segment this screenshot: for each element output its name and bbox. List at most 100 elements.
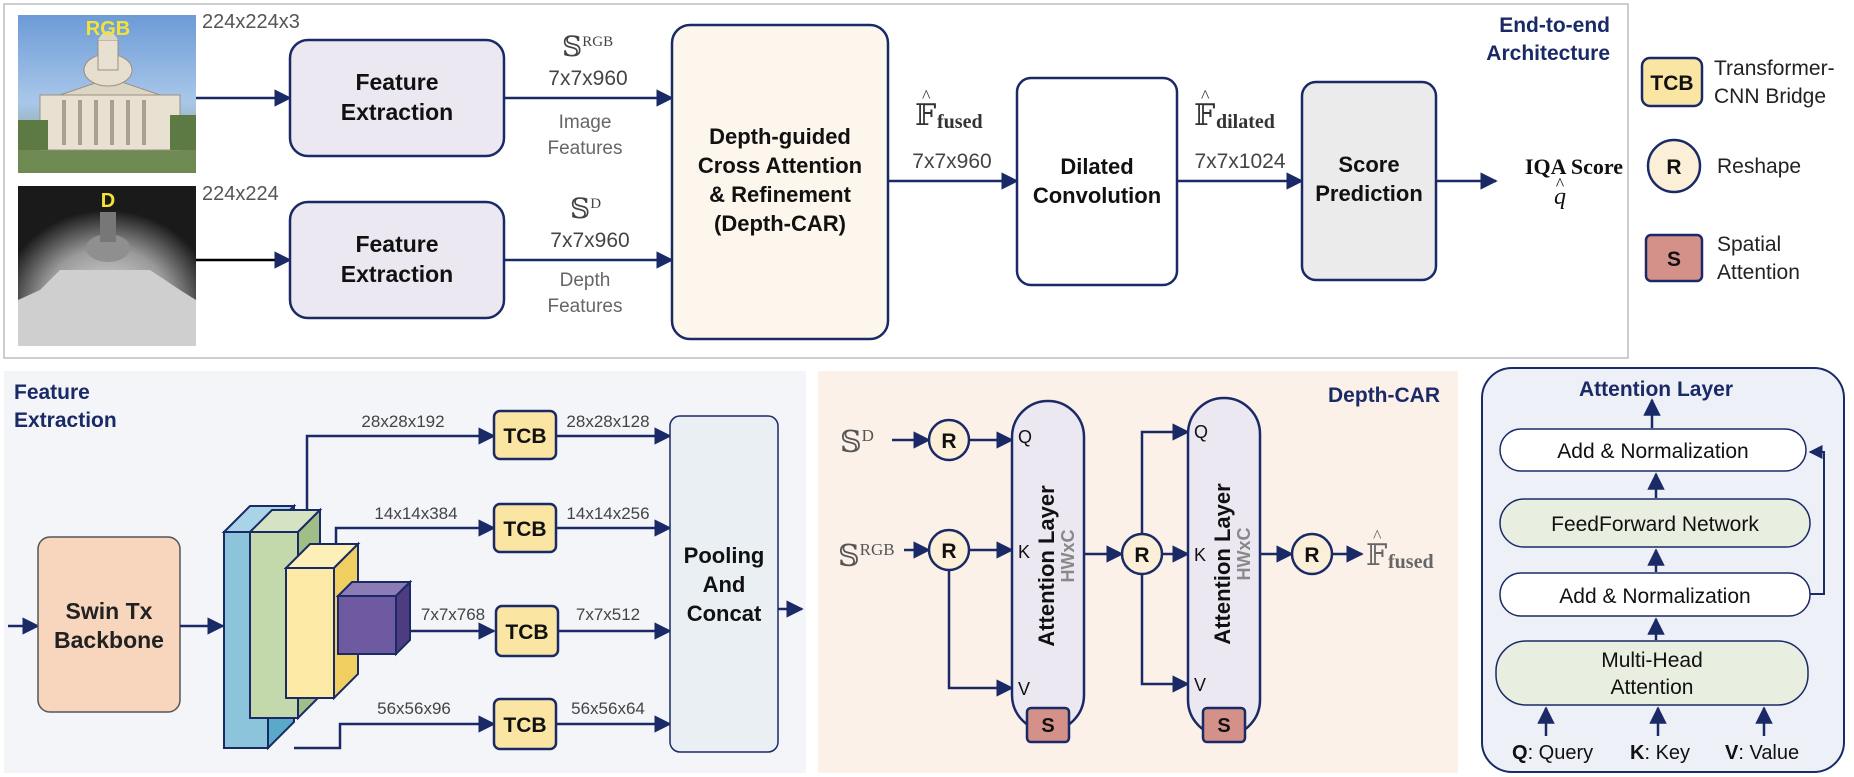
add-norm-bottom-label: Add & Normalization xyxy=(1559,585,1750,608)
depth-input-image xyxy=(18,186,196,346)
attn2-q-label: Q xyxy=(1194,422,1208,442)
tcb-4-label: TCB xyxy=(503,714,546,737)
branch-1-line xyxy=(305,427,496,510)
feature-pyramid-blocks xyxy=(221,503,413,751)
fe-panel-title-line2: Extraction xyxy=(14,409,117,432)
backbone-line2: Backbone xyxy=(54,627,164,653)
car-reshape-d-label: R xyxy=(941,430,956,453)
legend-spatial-swatch xyxy=(1644,233,1704,283)
mha-box xyxy=(1495,640,1809,706)
attn1-v-arrow xyxy=(947,570,1014,697)
branch-4-out-dims: 56x56x64 xyxy=(571,699,645,718)
tcb-3-label: TCB xyxy=(505,621,548,644)
svg-text:𝔽: 𝔽 xyxy=(1366,539,1387,572)
depth-features-line2: Features xyxy=(548,296,623,317)
f-dilated-symbol: 𝔽 ^ dilated xyxy=(1194,86,1275,133)
legend-reshape-swatch xyxy=(1646,138,1702,194)
add-norm-top-label: Add & Normalization xyxy=(1557,440,1748,463)
car-s-d-symbol: 𝕊D xyxy=(840,426,874,459)
legend-tcb-line2: CNN Bridge xyxy=(1714,85,1826,108)
legend-tcb-tag: TCB xyxy=(1650,72,1693,95)
attn2-k-label: K xyxy=(1194,545,1206,565)
attn1-spatial-attention xyxy=(1025,706,1071,744)
branch-1-in-dims: 28x28x192 xyxy=(361,412,444,431)
dilated-dims: 7x7x1024 xyxy=(1194,150,1285,173)
swin-backbone-box xyxy=(37,536,181,713)
pool-line3: Concat xyxy=(687,601,762,626)
rgb-feature-extraction-box xyxy=(288,38,506,158)
fused-dims: 7x7x960 xyxy=(912,150,991,173)
attn2-hwc: HWxC xyxy=(1234,528,1254,581)
car-f-fused-symbol: 𝔽 ^ fused xyxy=(1366,526,1434,573)
attn1-v-label: V xyxy=(1018,679,1030,699)
attn1-s-label: S xyxy=(1041,715,1054,737)
depth-features-line1: Depth xyxy=(560,270,611,291)
rgb-input-image xyxy=(18,15,196,173)
add-norm-top-box xyxy=(1499,428,1807,472)
iqa-score-label: IQA Score xyxy=(1525,154,1623,179)
branch-3-in-dims: 7x7x768 xyxy=(421,605,485,624)
branch-4-line xyxy=(294,715,496,750)
attn2-spatial-attention xyxy=(1201,706,1247,744)
rgb-label: RGB xyxy=(86,18,130,40)
top-title-line2: Architecture xyxy=(1486,42,1610,65)
svg-text:dilated: dilated xyxy=(1216,111,1275,133)
ffn-box xyxy=(1499,498,1811,548)
legend-query: Q: Query xyxy=(1512,742,1593,764)
legend-spatial-line1: Spatial xyxy=(1717,233,1781,256)
car-line1: Depth-guided xyxy=(709,124,851,149)
f-fused-symbol: 𝔽 ^ fused xyxy=(915,86,983,133)
attn2-v-label: V xyxy=(1194,675,1206,695)
q-hat: q xyxy=(1554,184,1566,210)
attn2-s-label: S xyxy=(1217,715,1230,737)
depth-feature-extraction-box xyxy=(288,200,506,320)
score-line2: Prediction xyxy=(1315,181,1423,206)
q-hat-mark: ^ xyxy=(1556,174,1565,194)
depth-fe-line2: Extraction xyxy=(341,261,453,287)
s-rgb-symbol: 𝕊RGB xyxy=(562,32,613,63)
legend-spatial-line2: Attention xyxy=(1717,261,1800,284)
backbone-line1: Swin Tx xyxy=(66,598,153,624)
rgb-feat-dims: 7x7x960 xyxy=(548,67,627,90)
depth-dims: 224x224 xyxy=(202,183,279,205)
depth-fe-line1: Feature xyxy=(355,231,438,257)
rgb-fe-line1: Feature xyxy=(355,69,438,95)
pooling-concat-box xyxy=(669,415,779,753)
top-title-line1: End-to-end xyxy=(1499,14,1610,37)
attn2-title: Attention Layer xyxy=(1210,483,1235,645)
attn2-v-arrow xyxy=(1140,574,1190,693)
residual-arrow xyxy=(1808,445,1825,595)
pool-line2: And xyxy=(703,572,746,597)
legend-key: K: Key xyxy=(1630,742,1690,764)
attn-panel-title: Attention Layer xyxy=(1579,378,1733,401)
dilated-line1: Dilated xyxy=(1060,154,1133,179)
depth-feat-dims: 7x7x960 xyxy=(550,229,629,252)
legend-value: V: Value xyxy=(1725,742,1799,764)
fe-panel-title-line1: Feature xyxy=(14,381,90,404)
tcb-2-label: TCB xyxy=(503,518,546,541)
attn1-hwc: HWxC xyxy=(1058,530,1078,583)
dilated-line2: Convolution xyxy=(1033,183,1161,208)
depth-car-title: Depth-CAR xyxy=(1328,384,1440,407)
car-s-rgb-symbol: 𝕊RGB xyxy=(838,540,895,573)
mha-line1: Multi-Head xyxy=(1601,649,1703,672)
legend-reshape-label: Reshape xyxy=(1717,155,1801,178)
dilated-conv-box xyxy=(1015,76,1179,287)
legend-reshape-tag: R xyxy=(1666,156,1681,179)
svg-text:fused: fused xyxy=(1388,551,1434,573)
car-line3: & Refinement xyxy=(709,182,851,207)
svg-text:fused: fused xyxy=(937,111,983,133)
legend-tcb-line1: Transformer- xyxy=(1714,57,1835,80)
branch-4-in-dims: 56x56x96 xyxy=(377,699,451,718)
image-features-line2: Features xyxy=(548,138,623,159)
car-reshape-out-label: R xyxy=(1304,544,1319,567)
branch-2-line xyxy=(334,519,496,544)
car-reshape-mid-label: R xyxy=(1134,544,1149,567)
car-line2: Cross Attention xyxy=(698,153,862,178)
hat-mark: ^ xyxy=(1373,526,1382,546)
car-line4: (Depth-CAR) xyxy=(714,211,846,236)
image-features-line1: Image xyxy=(559,112,612,133)
hat-mark: ^ xyxy=(922,86,931,106)
branch-1-out-dims: 28x28x128 xyxy=(566,412,649,431)
